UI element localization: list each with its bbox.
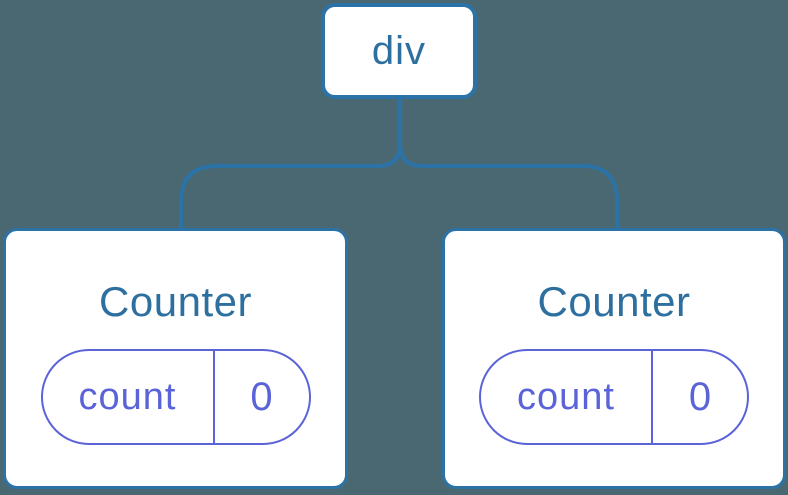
component-card-right: Counter count 0 bbox=[442, 228, 786, 489]
state-pill: count 0 bbox=[40, 349, 311, 445]
state-value: 0 bbox=[212, 351, 309, 443]
root-node-label: div bbox=[371, 28, 427, 73]
state-key: count bbox=[517, 375, 615, 418]
connector-left-branch bbox=[179, 98, 402, 230]
component-card-left: Counter count 0 bbox=[3, 228, 348, 489]
state-key: count bbox=[78, 375, 177, 418]
component-title: Counter bbox=[99, 278, 252, 325]
state-pill: count 0 bbox=[479, 349, 749, 445]
component-title: Counter bbox=[537, 278, 691, 325]
connector-right-branch bbox=[398, 98, 619, 230]
root-node-div: div bbox=[321, 3, 477, 99]
state-value: 0 bbox=[651, 351, 747, 443]
